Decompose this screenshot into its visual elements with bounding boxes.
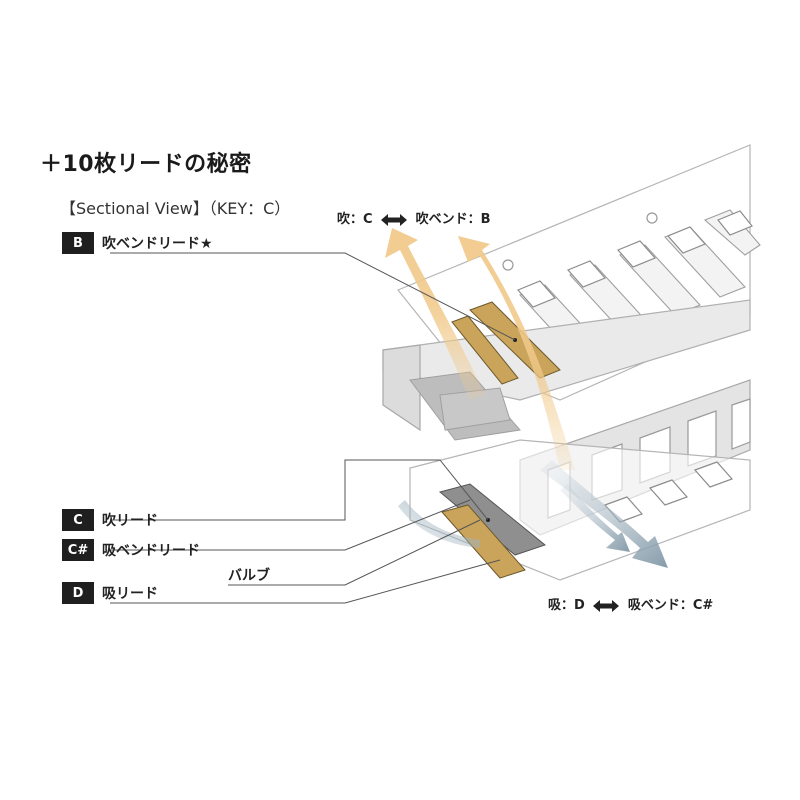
gold-draw-reed	[441, 504, 526, 579]
legend-text: 吸リード	[102, 586, 158, 602]
draw-note-right: 吸ベンド：C#	[627, 598, 714, 613]
reed-tab	[717, 210, 753, 236]
reed-tab	[666, 226, 707, 254]
leader-line-d	[110, 559, 501, 604]
legend-row-d: D 吸リード	[62, 582, 158, 604]
draw-arrow-mid	[560, 484, 630, 552]
legend-badge: D	[62, 582, 94, 604]
leader-line-c	[110, 459, 489, 521]
plate-rivet-hole	[646, 212, 658, 224]
double-arrow-icon	[593, 599, 620, 612]
legend-badge: C	[62, 509, 94, 531]
legend-text: 吸ベンドリード	[102, 543, 200, 559]
legend-badge: C#	[62, 539, 94, 561]
leader-line-csharp	[110, 499, 471, 551]
legend-badge: B	[62, 232, 94, 254]
double-arrow-icon	[381, 213, 408, 226]
legend-text: 吹ベンドリード★	[102, 236, 213, 252]
draw-arrow-in	[398, 500, 480, 548]
draw-note-left: 吸：D	[548, 598, 585, 613]
reed-tab	[516, 280, 557, 308]
draw-note-label: 吸：D 吸ベンド：C#	[548, 594, 713, 613]
legend-row-csharp: C# 吸ベンドリード	[62, 539, 200, 561]
gold-reed-plate	[451, 315, 519, 385]
draw-arrow-right	[540, 460, 668, 568]
reed-tab	[693, 461, 734, 488]
plate-rivet-hole	[502, 259, 514, 271]
reed-tab	[648, 479, 689, 506]
page-subtitle: 【Sectional View】（KEY：C）	[60, 199, 291, 218]
valve-label: バルブ	[228, 568, 270, 584]
comb-left-end	[382, 344, 421, 432]
blow-note-right: 吹ベンド：B	[415, 212, 491, 227]
reed-tab	[616, 240, 657, 268]
leader-line-valve	[228, 519, 481, 586]
legend-row-c: C 吹リード	[62, 509, 158, 531]
page-title: ＋10枚リードの秘密	[40, 152, 252, 177]
legend-row-b: B 吹ベンドリード★	[62, 232, 213, 254]
leader-lines	[110, 252, 516, 604]
leader-line-b	[110, 252, 516, 341]
upper-reed-tabs	[516, 210, 753, 308]
reed-tab	[566, 260, 607, 288]
blow-arrow-left	[385, 228, 485, 400]
airflow-arrows	[385, 228, 668, 568]
legend-text: 吹リード	[102, 513, 158, 529]
comb-chamber	[687, 410, 717, 467]
blow-note-label: 吹：C 吹ベンド：B	[337, 208, 491, 227]
blow-note-left: 吹：C	[337, 212, 373, 227]
comb-chamber	[731, 398, 751, 450]
blow-arrow-right	[458, 236, 575, 470]
lower-reed-tabs	[603, 461, 734, 523]
